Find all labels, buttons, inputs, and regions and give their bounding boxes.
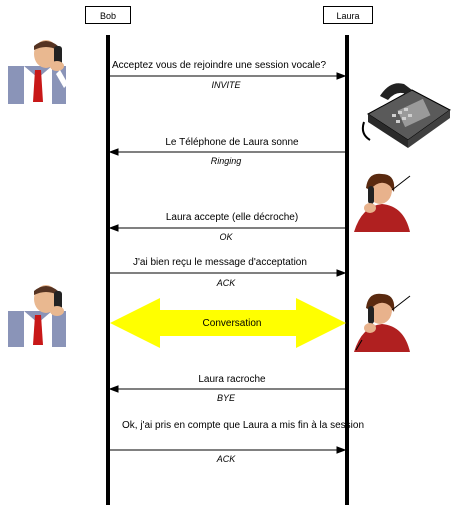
sip-ringing-label: Ringing [210,156,242,166]
lifeline-laura [345,35,349,505]
message-ack2-label: Ok, j'ai pris en compte que Laura a mis … [121,420,365,431]
desk-phone-icon [361,83,451,148]
arrow-bye-head [108,385,119,393]
message-invite-label: Acceptez vous de rejoindre une session v… [112,60,327,71]
sip-invite-label: INVITE [211,80,241,90]
arrow-invite-head [336,72,347,80]
bob-conversation-icon [8,285,66,347]
sip-ack-label: ACK [216,278,236,288]
bob-phone-icon [8,40,68,104]
lifeline-bob [106,35,110,505]
arrow-ack2-head [336,446,347,454]
arrow-ack-head [336,269,347,277]
participant-bob: Bob [85,6,131,24]
sip-bye-label: BYE [216,393,235,403]
sip-ack2-label: ACK [216,454,236,464]
arrow-ringing-head [108,148,119,156]
laura-phone-icon [354,173,411,232]
message-ringing-label: Le Téléphone de Laura sonne [165,137,299,148]
message-ok-label: Laura accepte (elle décroche) [165,212,299,223]
arrow-ok-head [108,224,119,232]
conversation-label: Conversation [202,318,262,329]
message-ack-label: J'ai bien reçu le message d'acceptation [133,257,307,268]
participant-laura: Laura [323,6,373,24]
sip-ok-label: OK [219,232,233,242]
laura-conversation-icon [354,293,411,352]
message-bye-label: Laura racroche [198,374,266,385]
conversation-double-arrow [110,298,346,348]
